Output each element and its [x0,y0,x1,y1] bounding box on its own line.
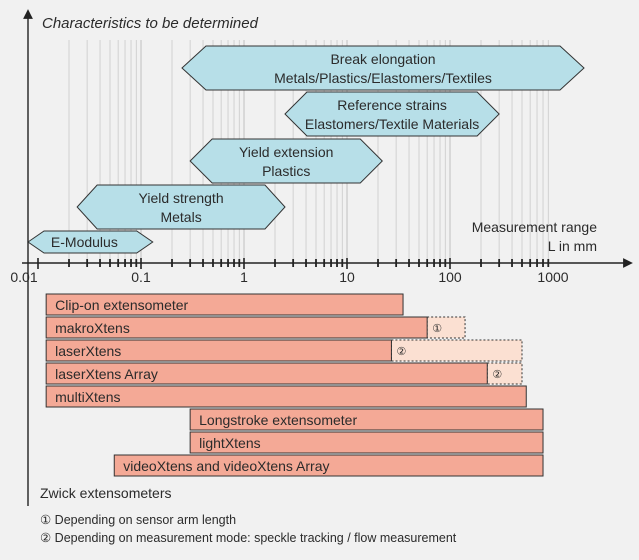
extensometer-label: Longstroke extensometer [199,412,357,428]
footnote-2: ② Depending on measurement mode: speckle… [40,531,457,545]
characteristic-label: Break elongation [330,51,435,67]
range-note-marker: ② [492,369,502,381]
tick-label: 10 [339,269,355,285]
axis-ticks: 0.01 0.1 1 10 100 1000 [10,258,569,285]
characteristic-label: Yield strength [139,190,224,206]
characteristic-label: Reference strains [337,97,447,113]
extensometer-videoxtens-and-videoxtens-array: videoXtens and videoXtens Array [113,454,544,477]
characteristic-sublabel: Metals [160,209,201,225]
range-bar [45,362,488,385]
extensometer-multixtens: multiXtens [45,385,527,408]
characteristic-label: E-Modulus [51,234,118,250]
range-extension [426,316,466,339]
extensometer-longstroke-extensometer: Longstroke extensometer [189,408,544,431]
extensometer-bars: Clip-on extensometer ① makroXtens ② laserXte… [45,293,544,477]
tick-label: 1000 [537,269,568,285]
range-bar [45,385,527,408]
characteristic-e-modulus: E-Modulus [27,230,154,254]
extensometer-label: lightXtens [199,435,260,451]
characteristics-title: Characteristics to be determined [42,15,259,32]
extensometer-label: videoXtens and videoXtens Array [123,458,329,474]
range-bar [189,431,544,454]
range-note-marker: ① [432,323,442,335]
range-bar [45,293,404,316]
range-bar [45,316,428,339]
tick-label: 100 [438,269,462,285]
characteristic-shape [76,184,286,230]
extensometer-label: laserXtens Array [55,366,158,382]
range-note-marker: ② [396,346,406,358]
extensometer-label: makroXtens [55,320,130,336]
tick-label: 0.1 [131,269,151,285]
extensometer-laserxtens-array: ② laserXtens Array [45,362,523,385]
characteristic-sublabel: Plastics [262,163,310,179]
extensometer-makroxtens: ① makroXtens [45,316,466,339]
tick-label: 1 [240,269,248,285]
characteristic-shape [27,230,154,254]
extensometer-label: laserXtens [55,343,121,359]
range-extension [390,339,523,362]
range-bar [113,454,544,477]
extensometer-clip-on-extensometer: Clip-on extensometer [45,293,404,316]
extensometers-title: Zwick extensometers [40,485,171,501]
characteristic-shape [181,45,585,91]
extensometer-laserxtens: ② laserXtens [45,339,523,362]
characteristic-sublabel: Elastomers/Textile Materials [305,116,479,132]
characteristic-sublabel: Metals/Plastics/Elastomers/Textiles [274,70,492,86]
characteristic-break-elongation: Break elongationMetals/Plastics/Elastome… [181,45,585,91]
tick-label: 0.01 [10,269,37,285]
footnote-1: ① Depending on sensor arm length [40,513,236,527]
extensometer-lightxtens: lightXtens [189,431,544,454]
characteristic-shape [189,138,383,184]
extensometer-label: Clip-on extensometer [55,297,188,313]
characteristic-shape [284,91,500,137]
characteristic-label: Yield extension [239,144,333,160]
measurement-range-label: Measurement range [472,219,598,235]
measurement-range-unit: L in mm [548,238,597,254]
range-bar [45,339,392,362]
range-bar [189,408,544,431]
extensometer-label: multiXtens [55,389,120,405]
